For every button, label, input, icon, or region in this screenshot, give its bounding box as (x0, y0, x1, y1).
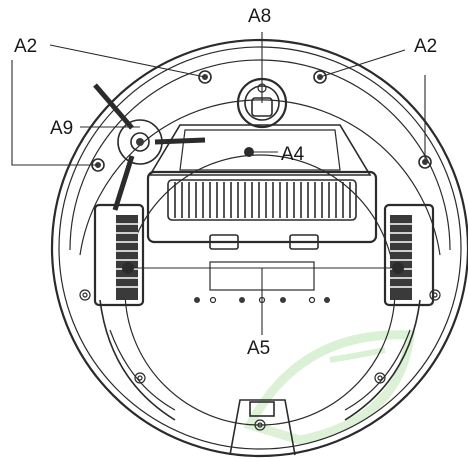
callout-lines (11, 32, 426, 335)
screw-icon (79, 289, 441, 431)
main-brush (146, 170, 378, 250)
label-a4: A4 (281, 144, 305, 165)
right-drive-wheel (383, 203, 435, 307)
label-a9: A9 (50, 118, 73, 139)
robot-body (50, 38, 468, 458)
label-a8: A8 (248, 6, 271, 27)
label-a2-right: A2 (414, 36, 437, 57)
label-a5: A5 (247, 338, 270, 359)
rear-port (229, 399, 296, 456)
left-drive-wheel (93, 203, 145, 307)
label-a2-left: A2 (14, 36, 37, 57)
dust-bin (148, 124, 372, 176)
side-brush (93, 83, 206, 211)
